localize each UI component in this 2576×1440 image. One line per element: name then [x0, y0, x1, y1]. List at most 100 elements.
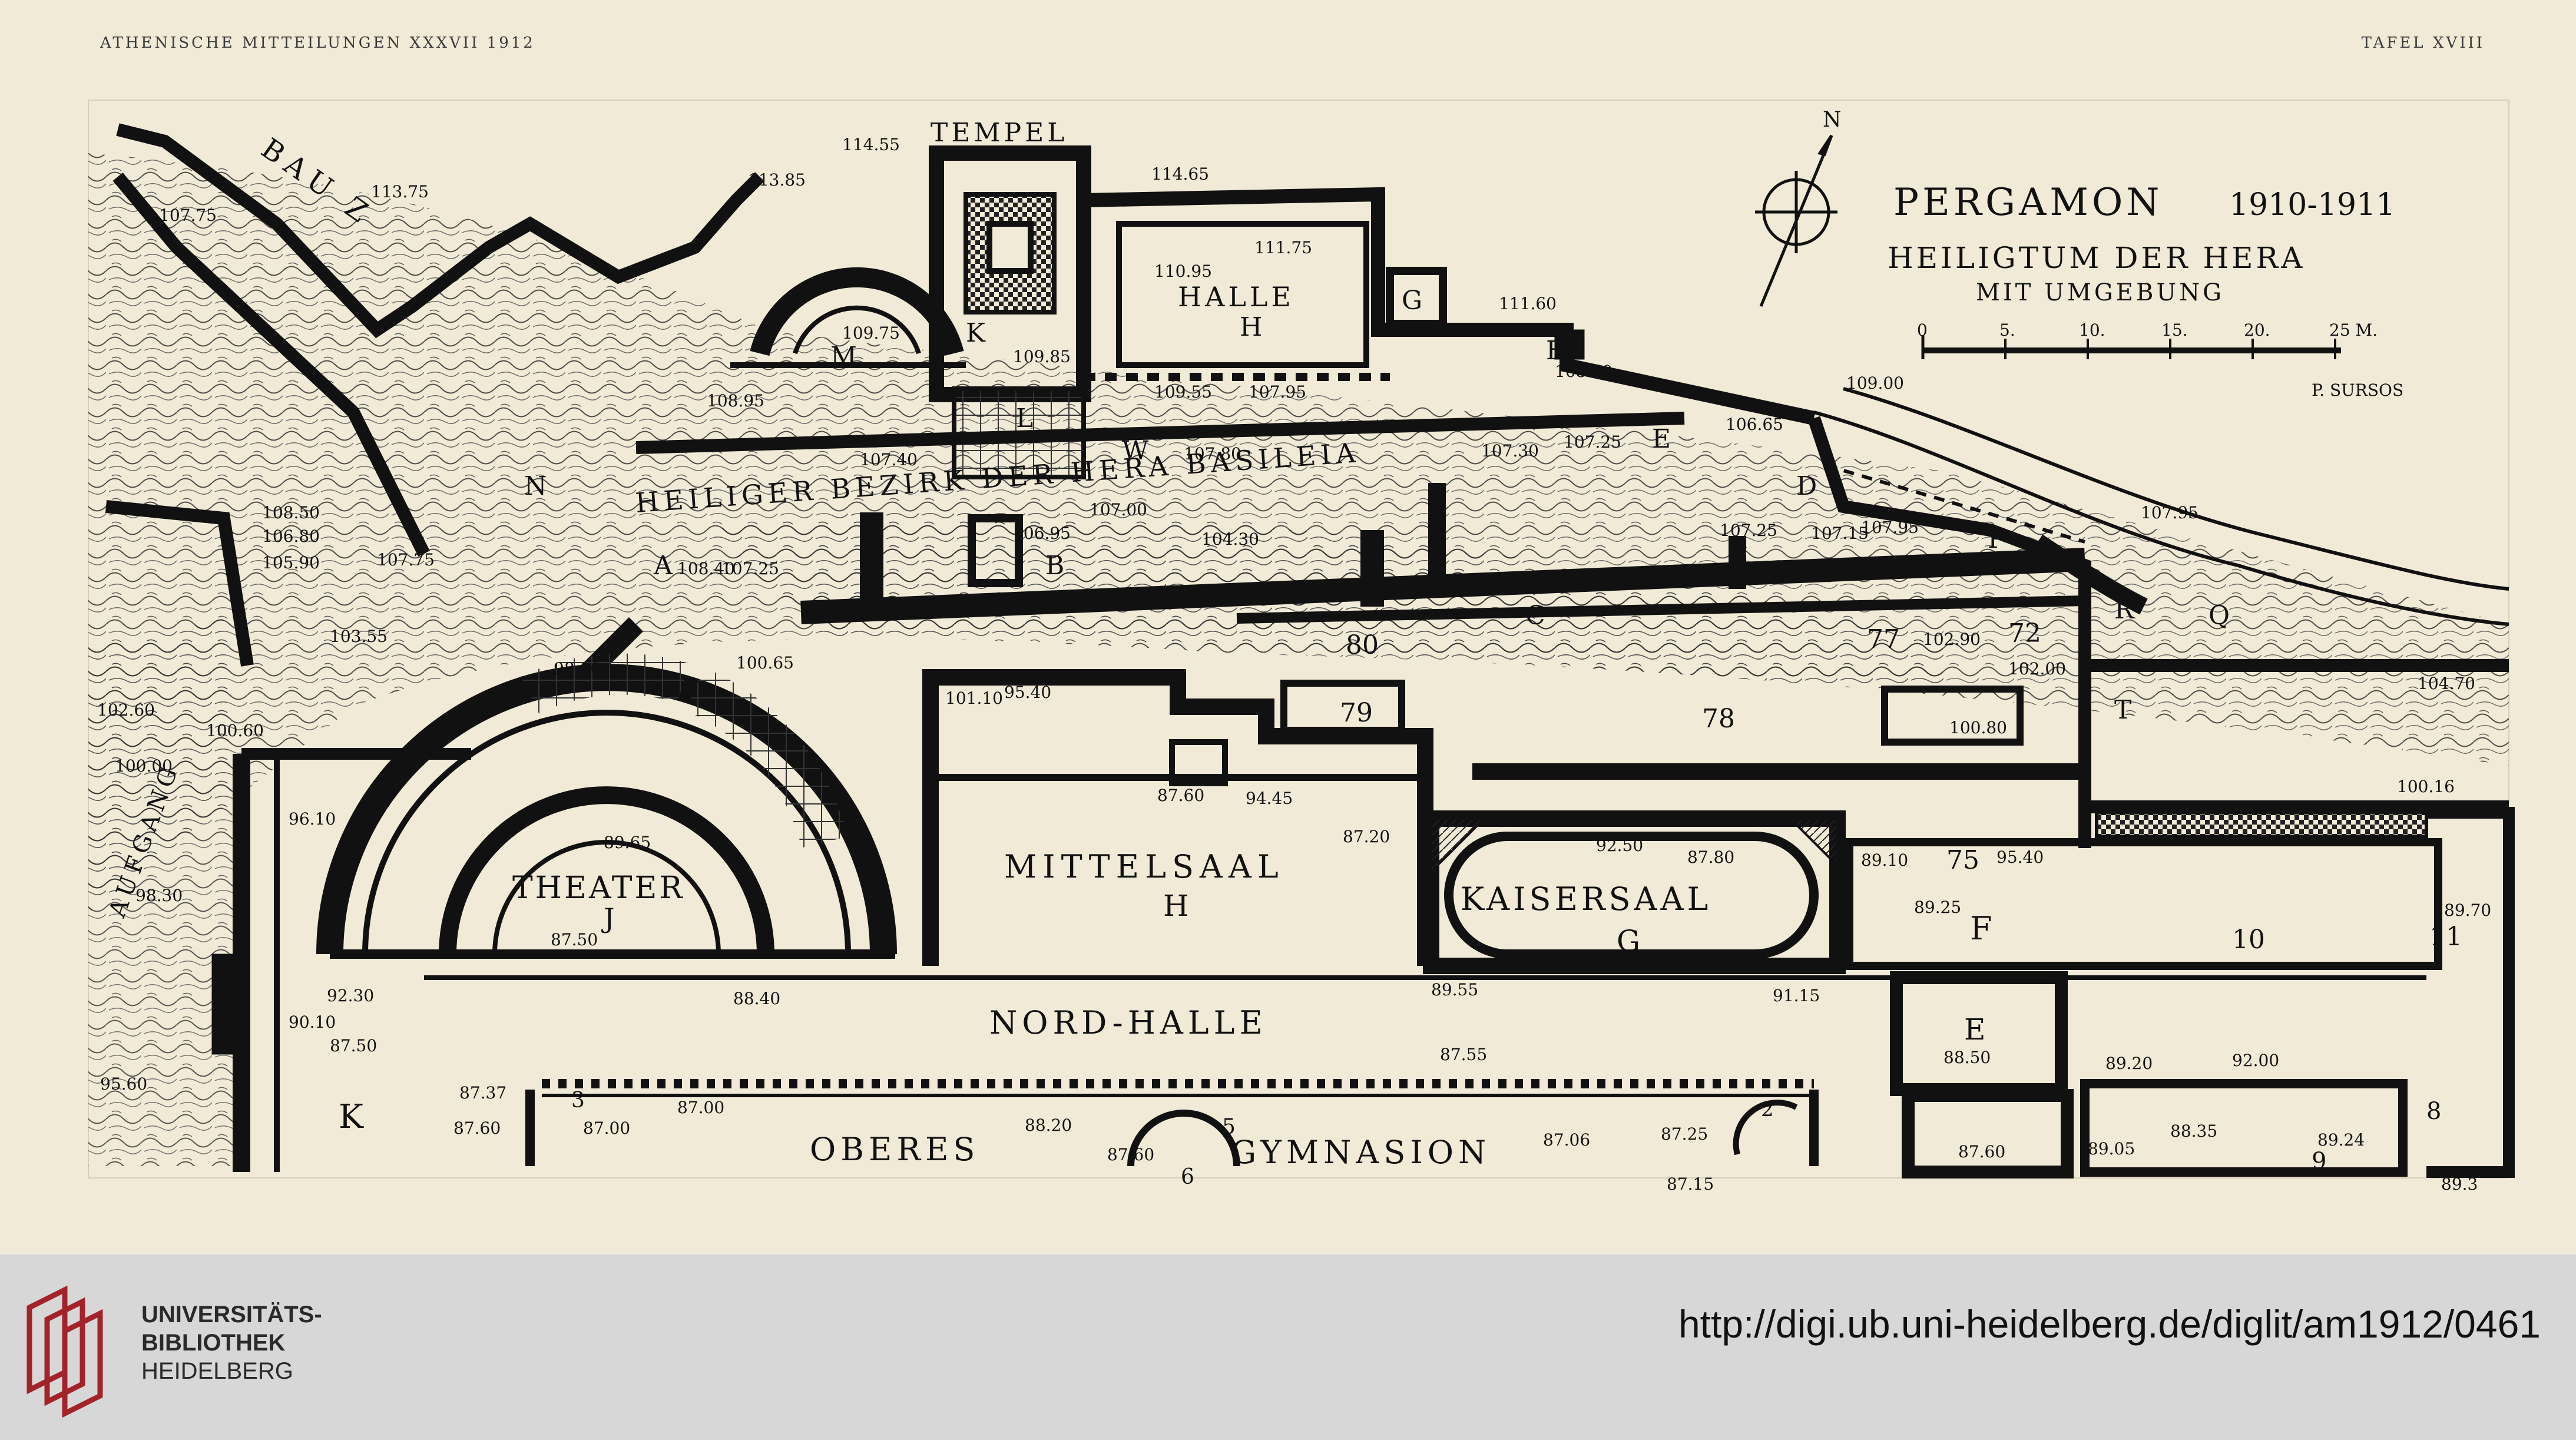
- elevation: 100.65: [736, 653, 794, 673]
- north-label: N: [1823, 108, 1843, 132]
- label-theater-j: J: [601, 902, 614, 934]
- elevation: 107.30: [1481, 441, 1539, 461]
- elevation: 107.15: [1811, 524, 1869, 543]
- label-mittelsaal-h: H: [1163, 889, 1189, 923]
- elevation: 109.85: [1013, 347, 1071, 366]
- heidelberg-library-logo[interactable]: [24, 1284, 130, 1419]
- elevation: 88.50: [1943, 1048, 1991, 1067]
- elevation: 87.37: [459, 1083, 506, 1103]
- elevation: 88.20: [1025, 1115, 1072, 1135]
- west-walls: [211, 748, 471, 1172]
- room-77: 77: [1867, 624, 1900, 654]
- road: [1813, 387, 2509, 626]
- elevation: 98.00: [554, 659, 601, 678]
- elevation: 96.10: [289, 809, 336, 829]
- letter-d: D: [1796, 471, 1817, 501]
- elevation: 102.00: [2008, 659, 2066, 678]
- elevation: 87.20: [1343, 827, 1390, 846]
- terrain-west: [88, 618, 247, 1166]
- letter-e-east: E: [1964, 1012, 1986, 1047]
- theater: [316, 617, 897, 959]
- elevation: 92.50: [1596, 836, 1643, 855]
- letter-w: W: [1122, 436, 1149, 466]
- elevation: 89.3: [2441, 1174, 2478, 1194]
- room-6: 6: [1181, 1165, 1194, 1189]
- elevation: 87.25: [1661, 1124, 1708, 1144]
- elevation: 107.00: [1090, 500, 1147, 519]
- elevation: 87.55: [1440, 1045, 1487, 1064]
- letter-r: R: [2114, 595, 2135, 625]
- permalink-url[interactable]: http://digi.ub.uni-heidelberg.de/diglit/…: [1678, 1302, 2541, 1346]
- area-letters: K M G F E D L W N A B C P R Q T K F E 75…: [339, 286, 2462, 1189]
- scale-tick-20: 20.: [2244, 320, 2270, 340]
- elevation: 87.80: [1687, 848, 1734, 867]
- elevation: 114.65: [1151, 164, 1209, 184]
- elevation: 89.05: [2088, 1139, 2135, 1158]
- label-nord-halle: NORD-HALLE: [989, 1004, 1267, 1041]
- elevation: 89.55: [1431, 980, 1478, 999]
- elevation: 87.60: [1157, 786, 1204, 805]
- elevation: 98.30: [135, 886, 183, 905]
- room-3: 3: [571, 1088, 585, 1113]
- exedra-m: [730, 267, 966, 368]
- elevation: 108.95: [707, 391, 764, 411]
- elevation: 102.60: [97, 700, 155, 720]
- bau-z-walls: [105, 123, 764, 667]
- elevation: 107.40: [860, 450, 918, 469]
- elevation: 95.40: [1004, 683, 1051, 702]
- elevation: 87.15: [1667, 1174, 1714, 1194]
- elevation: 87.50: [551, 930, 598, 949]
- room-72: 72: [2008, 618, 2041, 648]
- elevation: 108.40: [1555, 362, 1613, 381]
- elevation: 101.10: [945, 688, 1003, 708]
- elevation: 109.75: [842, 323, 900, 343]
- elevation: 87.60: [1107, 1145, 1154, 1164]
- elevation: 88.35: [2170, 1121, 2217, 1141]
- scale-tick-0: 0: [1917, 320, 1928, 340]
- label-halle-h: H: [1240, 312, 1264, 342]
- elevation: 87.06: [1543, 1130, 1590, 1150]
- map-years: 1910-1911: [2229, 187, 2395, 223]
- elevation: 95.40: [1996, 848, 2044, 867]
- elevation: 104.70: [2418, 674, 2475, 693]
- label-tempel: TEMPEL: [931, 118, 1068, 148]
- letter-p: P: [1988, 524, 2005, 554]
- letter-k-west: K: [339, 1098, 364, 1136]
- scale-bar: [1921, 336, 2341, 359]
- elevation: 91.15: [1773, 986, 1820, 1005]
- elevation: 87.60: [1958, 1142, 2005, 1161]
- elevation: 94.45: [1246, 789, 1293, 808]
- scale-tick-5: 5.: [1999, 320, 2015, 340]
- elevation: 88.40: [733, 989, 780, 1008]
- scale-tick-15: 15.: [2161, 320, 2188, 340]
- plate-number: TAFEL XVIII: [2361, 34, 2485, 52]
- elevation: 107.75: [377, 550, 435, 570]
- elevation: 107.95: [1249, 382, 1306, 402]
- elevation: 89.24: [2317, 1130, 2365, 1150]
- map-sheet: ATHENISCHE MITTEILUNGEN XXXVII 1912 TAFE…: [88, 34, 2515, 1194]
- letter-q: Q: [2209, 601, 2230, 631]
- room-9: 9: [2312, 1148, 2326, 1175]
- letter-c: C: [1525, 601, 1545, 631]
- temple: [929, 145, 1091, 479]
- elevation: 87.00: [677, 1098, 724, 1117]
- label-oberes: OBERES: [810, 1131, 979, 1168]
- elevation: 102.90: [1923, 630, 1981, 649]
- label-theater: THEATER: [512, 870, 685, 906]
- map-title: PERGAMON: [1893, 181, 2163, 224]
- room-5: 5: [1222, 1115, 1236, 1139]
- room-11: 11: [2429, 922, 2462, 952]
- letter-g: G: [1402, 286, 1422, 316]
- elevation: 106.80: [262, 527, 320, 546]
- map-author: P. SURSOS: [2312, 380, 2403, 400]
- elevation: 109.00: [1846, 373, 1904, 393]
- map-subtitle: HEILIGTUM DER HERA: [1888, 241, 2305, 275]
- elevation: 111.75: [1254, 238, 1312, 257]
- letter-e: E: [1652, 424, 1671, 454]
- elevation: 103.55: [330, 627, 388, 646]
- elevation: 100.16: [2397, 777, 2455, 796]
- room-80: 80: [1346, 630, 1379, 660]
- letter-f: F: [1546, 336, 1564, 366]
- letter-m: M: [830, 342, 857, 372]
- elevation: 100.60: [206, 721, 264, 740]
